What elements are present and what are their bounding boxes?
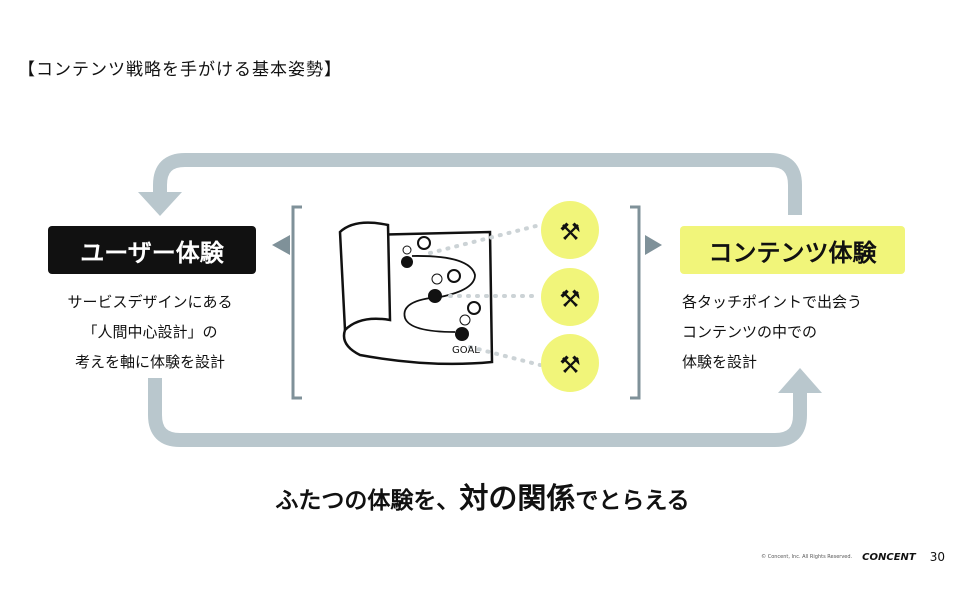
svg-text:⚒: ⚒	[559, 351, 581, 379]
arrowhead-down	[138, 192, 182, 216]
desc-line: サービスデザインにある	[67, 293, 233, 311]
caption-pre: ふたつの体験を、	[275, 488, 460, 514]
left-bracket	[291, 205, 302, 400]
desc-line: コンテンツの中での	[682, 323, 818, 341]
desc-line: 「人間中心設計」の	[82, 323, 218, 341]
desc-line: 考えを軸に体験を設計	[74, 353, 225, 371]
user-experience-label: ユーザー体験	[48, 226, 256, 274]
content-experience-description: 各タッチポイントで出会う コンテンツの中での 体験を設計	[682, 287, 862, 377]
desc-line: 各タッチポイントで出会う	[682, 293, 863, 311]
bottom-loop-arrow	[148, 378, 807, 447]
footer: © Concent, Inc. All Rights Reserved. CON…	[761, 550, 945, 564]
journey-map-illustration	[338, 221, 542, 367]
arrowhead-up	[778, 368, 822, 393]
tools-icon: ⚒	[541, 268, 599, 326]
svg-text:⚒: ⚒	[559, 285, 581, 313]
left-pointer-icon	[272, 235, 290, 255]
tools-icon: ⚒	[541, 201, 599, 259]
goal-label: GOAL	[452, 345, 480, 356]
person-icons	[401, 236, 481, 341]
desc-line: 体験を設計	[682, 353, 758, 371]
page-number: 30	[929, 550, 945, 564]
caption-emphasis: 対の関係	[459, 481, 576, 515]
copyright: © Concent, Inc. All Rights Reserved.	[761, 554, 853, 560]
top-loop-arrow	[153, 153, 802, 215]
tools-icon: ⚒	[541, 334, 599, 392]
slide-title: 【コンテンツ戦略を手がける基本姿勢】	[18, 60, 342, 80]
user-experience-description: サービスデザインにある 「人間中心設計」の 考えを軸に体験を設計	[40, 287, 260, 377]
caption: ふたつの体験を、対の関係でとらえる	[0, 475, 965, 517]
content-experience-label: コンテンツ体験	[680, 226, 905, 274]
svg-text:⚒: ⚒	[559, 218, 581, 246]
brand-logo: CONCENT	[862, 551, 916, 563]
touchpoint-tool-icons: ⚒ ⚒ ⚒	[541, 201, 599, 392]
right-pointer-icon	[645, 235, 662, 255]
right-bracket	[630, 205, 641, 400]
caption-post: でとらえる	[575, 488, 690, 514]
